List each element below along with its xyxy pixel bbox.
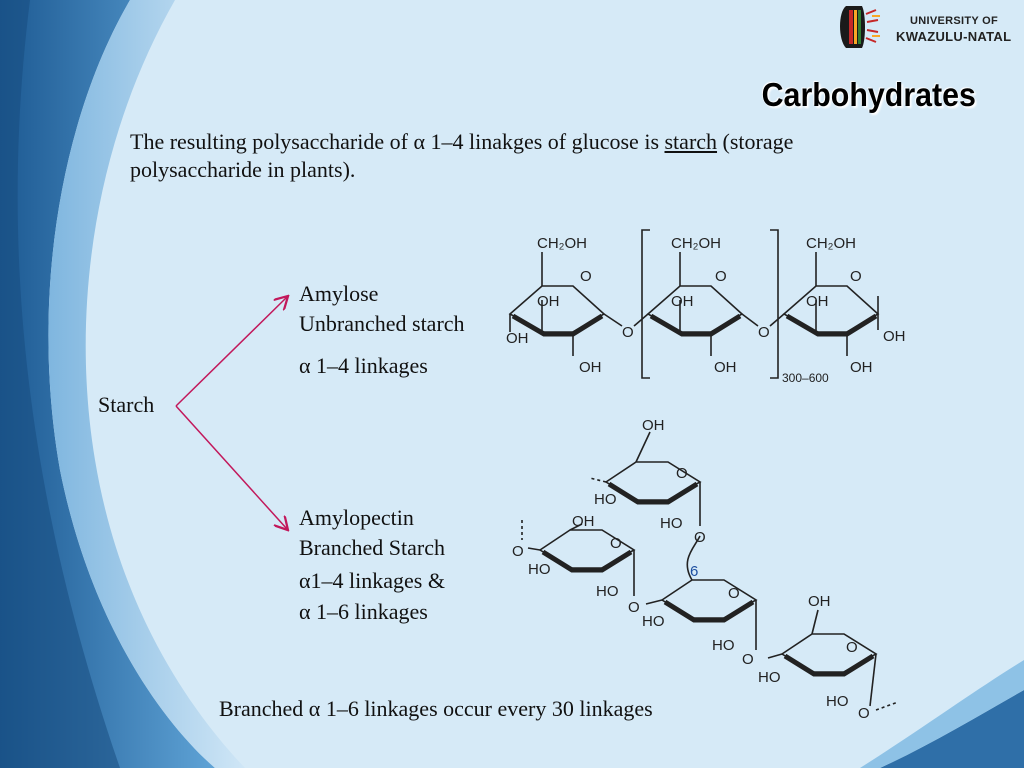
amylopectin-ring-o-top: O <box>676 465 688 482</box>
amylopectin-oh-right: OH <box>808 593 831 610</box>
amylopectin-oh-left: OH <box>572 513 595 530</box>
amylopectin-linkage-2: α 1–6 linkages <box>299 599 428 624</box>
amylopectin-ho-mid-1: HO <box>642 613 665 630</box>
amylose-repeat: 300–600 <box>782 371 829 385</box>
amylopectin-ho-right-1: HO <box>758 669 781 686</box>
footer-note: Branched α 1–6 linkages occur every 30 l… <box>219 696 653 721</box>
amylose-linkage: α 1–4 linkages <box>299 353 428 378</box>
amylopectin-ho-top-1: HO <box>594 491 617 508</box>
amylose-oh-1a: OH <box>537 293 560 310</box>
amylopectin-labels: OH O HO HO O OH O O HO HO O 6 O HO HO O … <box>512 417 870 722</box>
amylopectin-ho-left-1: HO <box>528 561 551 578</box>
amylopectin-o-left-end: O <box>512 543 524 560</box>
amylose-ch2oh-1: CH₂OH <box>537 235 587 252</box>
university-name: UNIVERSITY OF KWAZULU-NATAL <box>896 14 1011 44</box>
amylopectin-name: Amylopectin <box>299 505 414 530</box>
amylose-oh-1c: OH <box>579 359 602 376</box>
amylose-name: Amylose <box>299 281 379 306</box>
amylose-ring-o-1: O <box>580 268 592 285</box>
amylose-ch2oh-3: CH₂OH <box>806 235 856 252</box>
amylose-oh-3a: OH <box>806 293 829 310</box>
amylopectin-ring-o-left: O <box>610 535 622 552</box>
amylopectin-ho-top-2: HO <box>660 515 683 532</box>
amylopectin-ho-right-2: HO <box>826 693 849 710</box>
amylopectin-ho-left-2: HO <box>596 583 619 600</box>
amylopectin-link-o-top: O <box>694 529 706 546</box>
intro-text-after: (storage polysaccharide in plants). <box>130 129 794 182</box>
amylose-ring-o-3: O <box>850 268 862 285</box>
intro-emphasis: starch <box>664 129 718 154</box>
intro-text-before: The resulting polysaccharide of α 1–4 li… <box>130 129 665 154</box>
amylose-structure <box>508 229 880 379</box>
starch-label: Starch <box>98 392 155 417</box>
amylose-oh-3c: OH <box>850 359 873 376</box>
amylose-oh-2c: OH <box>714 359 737 376</box>
amylopectin-link-o-left: O <box>628 599 640 616</box>
amylopectin-link-o-mid: O <box>742 651 754 668</box>
amylopectin-link-o-right: O <box>858 705 870 722</box>
amylopectin-branch-number: 6 <box>690 563 698 580</box>
amylose-link-o-2: O <box>758 324 770 341</box>
amylopectin-ring-o-right: O <box>846 639 858 656</box>
amylopectin-ring-o-mid: O <box>728 585 740 602</box>
logo-line-2: KWAZULU-NATAL <box>896 29 1012 44</box>
amylopectin-linkage-1: α1–4 linkages & <box>299 568 445 593</box>
amylose-desc: Unbranched starch <box>299 311 465 336</box>
amylose-oh-1b: OH <box>506 330 529 347</box>
arrow-to-amylopectin <box>175 405 287 529</box>
amylopectin-structure <box>521 431 899 711</box>
amylose-oh-3b: OH <box>883 328 906 345</box>
amylose-oh-2a: OH <box>671 293 694 310</box>
amylopectin-oh-top: OH <box>642 417 665 434</box>
arrow-to-amylose <box>175 297 287 407</box>
amylose-ring-o-2: O <box>715 268 727 285</box>
amylose-ch2oh-2: CH₂OH <box>671 235 721 252</box>
amylose-link-o-1: O <box>622 324 634 341</box>
amylose-labels: CH₂OH CH₂OH CH₂OH O O O OH OH OH O OH OH… <box>506 235 906 385</box>
slide-title: Carbohydrates <box>761 76 976 113</box>
amylopectin-desc: Branched Starch <box>299 535 445 560</box>
amylopectin-ho-mid-2: HO <box>712 637 735 654</box>
university-logo <box>840 6 880 48</box>
intro-paragraph: The resulting polysaccharide of α 1–4 li… <box>130 128 930 184</box>
logo-line-1: UNIVERSITY OF <box>910 15 999 27</box>
